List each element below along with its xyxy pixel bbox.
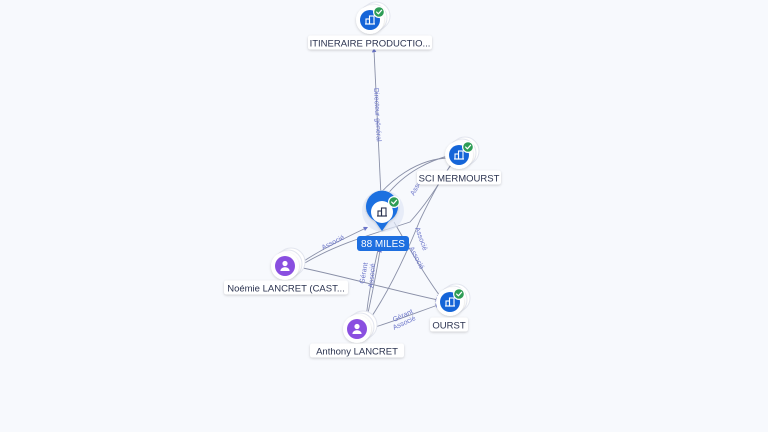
- edge-itineraire-to-88miles[interactable]: [371, 47, 382, 197]
- edge-label-noemie-88miles: Associé: [321, 234, 346, 251]
- edge-label-anthony-associe: Associé: [368, 263, 377, 288]
- node-label-pill: Noémie LANCRET (CAST...: [224, 280, 348, 295]
- nodes-layer: ITINERAIRE PRODUCTIO... SCI MERMOURST 88 M…: [224, 1, 501, 358]
- node-itineraire[interactable]: ITINERAIRE PRODUCTIO...: [308, 1, 432, 50]
- verified-check-icon: [373, 5, 386, 19]
- building-icon: [377, 207, 387, 217]
- node-label: SCI MERMOURST: [419, 173, 500, 184]
- building-icon: [454, 150, 464, 160]
- edge-88miles-to-ourst[interactable]: [393, 221, 442, 298]
- node-anthony[interactable]: Anthony LANCRET: [310, 310, 404, 358]
- building-icon: [365, 15, 375, 25]
- node-ourst[interactable]: OURST: [430, 283, 471, 332]
- node-label: ITINERAIRE PRODUCTIO...: [310, 38, 431, 49]
- edge-noemie-to-88miles[interactable]: [300, 226, 369, 264]
- edge-anthony-to-ourst[interactable]: [371, 303, 441, 329]
- node-miles[interactable]: 88 MILES: [357, 190, 409, 251]
- node-label-pill: ITINERAIRE PRODUCTIO...: [308, 35, 432, 50]
- verified-check-icon: [462, 141, 475, 154]
- node-label-pill: SCI MERMOURST: [417, 170, 501, 185]
- building-icon: [445, 297, 455, 307]
- node-noemie[interactable]: Noémie LANCRET (CAST...: [224, 247, 348, 295]
- node-label: Noémie LANCRET (CAST...: [227, 283, 345, 294]
- verified-check-icon: [388, 196, 401, 209]
- node-sci[interactable]: SCI MERMOURST: [417, 136, 501, 185]
- edge-label-directeur: Directeur général: [372, 88, 382, 142]
- node-label-pill: 88 MILES: [357, 236, 409, 251]
- node-label: Anthony LANCRET: [316, 346, 398, 357]
- node-label-pill: Anthony LANCRET: [310, 343, 404, 358]
- verified-check-icon: [453, 288, 466, 301]
- node-label: 88 MILES: [361, 239, 405, 250]
- person-icon: [280, 260, 290, 271]
- node-label: OURST: [432, 320, 465, 331]
- edge-label-anthony-gerant: Gérant: [359, 262, 370, 284]
- person-icon: [352, 323, 362, 334]
- node-label-pill: OURST: [430, 317, 468, 332]
